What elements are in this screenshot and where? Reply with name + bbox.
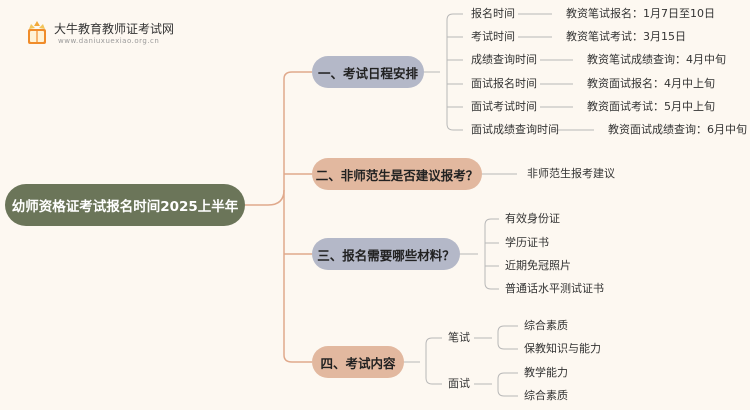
schedule-item-detail: 教资面试成绩查询：6月中旬 [608,123,747,136]
schedule-item-label[interactable]: 报名时间 [471,7,515,20]
content-item[interactable]: 综合素质 [524,319,568,332]
written-bracket [497,325,518,350]
materials-item-line [485,242,499,267]
schedule-item-label[interactable]: 面试报名时间 [471,77,537,90]
branch-exam-content[interactable]: 四、考试内容 [312,346,404,378]
root-topic[interactable]: 幼师资格证考试报名时间2025上半年 [5,184,245,226]
branch-connector [267,173,312,255]
site-url: www.daniuxuexiao.org.cn [58,37,160,45]
schedule-item-label[interactable]: 成绩查询时间 [471,53,537,66]
schedule-bracket [446,13,463,131]
material-item[interactable]: 普通话水平测试证书 [505,282,604,295]
content-item[interactable]: 保教知识与能力 [524,342,601,355]
material-item[interactable]: 学历证书 [505,236,549,249]
material-item[interactable]: 近期免冠照片 [505,259,571,272]
material-item[interactable]: 有效身份证 [505,212,560,225]
schedule-item-detail: 教资笔试报名：1月7日至10日 [566,7,715,20]
written-exam-label[interactable]: 笔试 [448,331,470,344]
interview-bracket [497,372,518,397]
schedule-item-label[interactable]: 考试时间 [471,30,515,43]
trunk-connector [283,71,312,363]
branch-non-normal-students[interactable]: 二、非师范生是否建议报考？ [312,158,482,190]
branch-exam-schedule[interactable]: 一、考试日程安排 [312,56,424,88]
site-logo[interactable]: 大牛教育教师证考试网 www.daniuxuexiao.org.cn [22,18,222,52]
schedule-item-label[interactable]: 面试考试时间 [471,100,537,113]
schedule-item-detail: 教资笔试考试：3月15日 [566,30,686,43]
schedule-item-detail: 教资笔试成绩查询：4月中旬 [587,53,726,66]
schedule-item-label[interactable]: 面试成绩查询时间 [471,123,559,136]
branch-materials[interactable]: 三、报名需要哪些材料？ [312,238,460,270]
schedule-item-detail: 教资面试考试：5月中上旬 [587,100,715,113]
content-item[interactable]: 教学能力 [524,366,568,379]
content-item[interactable]: 综合素质 [524,389,568,402]
materials-bracket [484,218,499,290]
advice-item[interactable]: 非师范生报考建议 [527,167,615,180]
book-logo-icon [28,21,46,44]
interview-label[interactable]: 面试 [448,377,470,390]
site-name: 大牛教育教师证考试网 [54,22,175,36]
content-bracket [425,337,442,385]
schedule-item-detail: 教资面试报名：4月中上旬 [587,77,715,90]
